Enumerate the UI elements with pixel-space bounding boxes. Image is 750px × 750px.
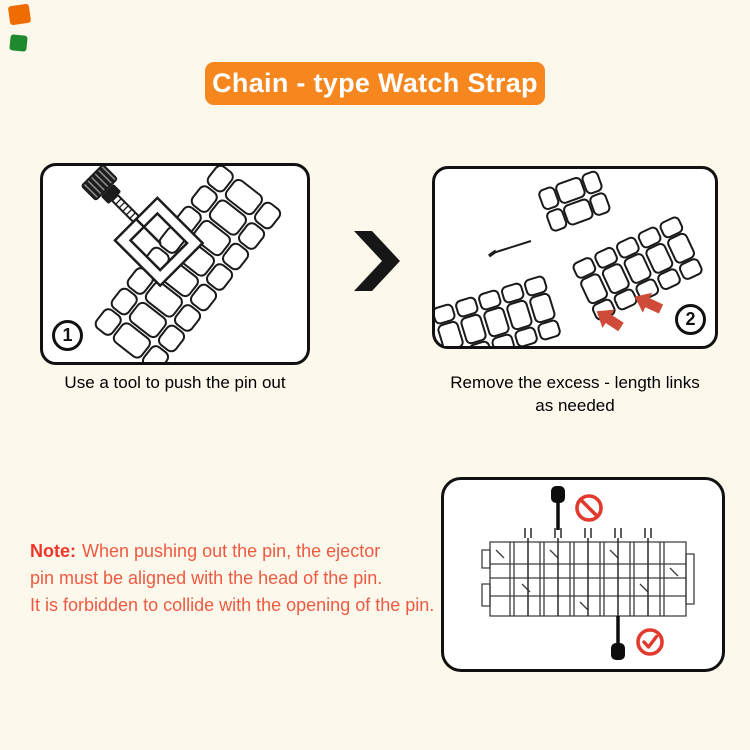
step2-panel: 2 — [432, 166, 718, 349]
step2-number-badge: 2 — [675, 304, 706, 335]
strap-piece-left — [435, 274, 562, 346]
red-pointer-arrow — [634, 292, 664, 314]
step2-caption-line2: as needed — [535, 395, 615, 415]
link-remover-tool — [81, 166, 205, 288]
corner-swatch-green — [9, 34, 28, 52]
no-collision-icon — [575, 494, 603, 522]
step2-number: 2 — [685, 309, 696, 329]
note-block: Note: When pushing out the pin, the eject… — [30, 538, 470, 619]
pin-alignment-diagram — [481, 486, 695, 660]
red-pointer-arrow — [596, 309, 624, 332]
bottom-pin — [611, 616, 625, 660]
step1-caption: Use a tool to push the pin out — [64, 373, 286, 392]
pin-alignment-panel — [441, 477, 725, 672]
note-line-1: Note: When pushing out the pin, the eject… — [30, 538, 470, 565]
corner-swatch-orange — [7, 3, 32, 26]
step1-number: 1 — [62, 325, 73, 345]
ejector-pins — [524, 528, 652, 616]
separated-links-illustration — [435, 169, 705, 346]
step2-caption-line1: Remove the excess - length links — [450, 373, 700, 392]
note-text-1: When pushing out the pin, the ejector — [82, 541, 381, 561]
step1-number-badge: 1 — [52, 320, 83, 351]
note-text-3: It is forbidden to collide with the open… — [30, 595, 435, 615]
detached-link-piece — [536, 169, 612, 234]
step1-panel: 1 — [40, 163, 310, 365]
page-title: Chain - type Watch Strap — [212, 68, 538, 98]
title-banner: Chain - type Watch Strap — [205, 62, 545, 105]
loose-pin-illustration — [488, 240, 532, 258]
note-text-2: pin must be aligned with the head of the… — [30, 568, 383, 588]
chevron-right-icon — [354, 231, 400, 291]
watch-strap-illustration — [92, 166, 284, 362]
pin-removal-tool-illustration — [81, 166, 284, 362]
top-pin — [551, 486, 565, 530]
note-label: Note: — [30, 541, 76, 561]
step2-caption: Remove the excess - length links as need… — [437, 372, 713, 418]
correct-alignment-icon — [636, 628, 664, 656]
